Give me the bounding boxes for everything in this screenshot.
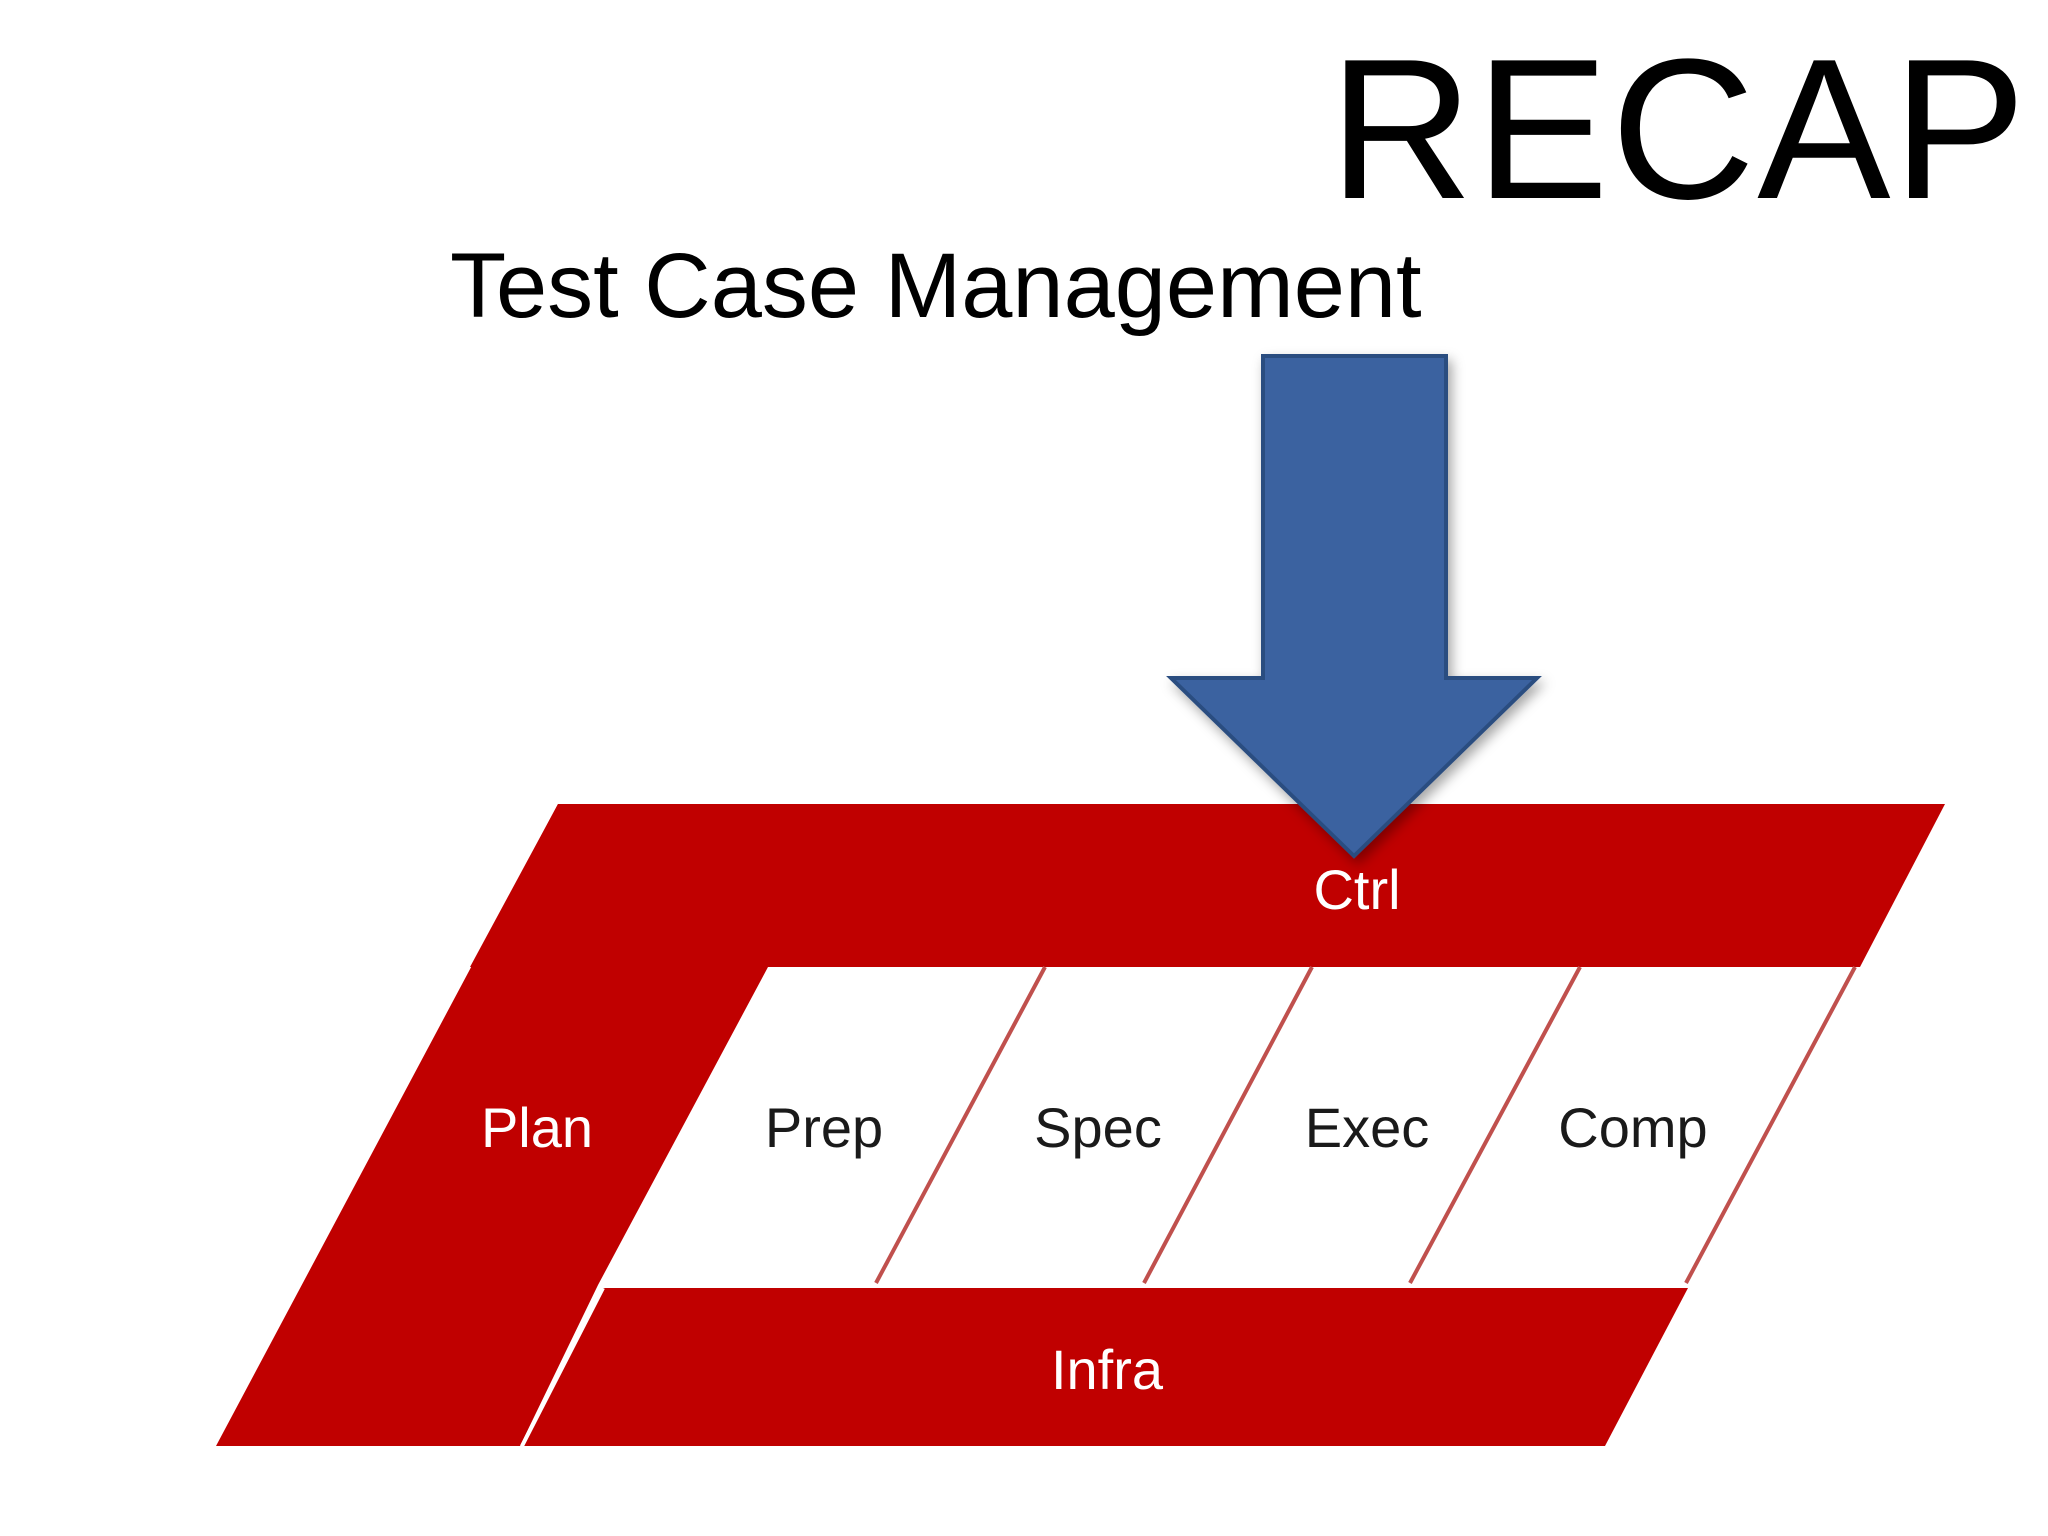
phase-label-exec: Exec <box>1305 1096 1430 1159</box>
phase-label-spec: Spec <box>1034 1096 1162 1159</box>
down-arrow-icon <box>1166 354 1542 859</box>
phase-label-comp: Comp <box>1558 1096 1707 1159</box>
infra-label: Infra <box>1051 1338 1164 1401</box>
plan-label: Plan <box>481 1096 593 1159</box>
infra-band <box>524 1288 1688 1446</box>
phase-divider <box>874 966 1047 1284</box>
phase-dividers <box>874 966 1857 1284</box>
ctrl-label: Ctrl <box>1313 858 1400 921</box>
plan-band <box>216 804 768 1446</box>
slide-title: RECAP <box>1328 18 2028 241</box>
phase-label-prep: Prep <box>765 1096 883 1159</box>
slide-subtitle: Test Case Management <box>450 235 1422 337</box>
phase-divider <box>1684 966 1857 1284</box>
plan-infra-separator <box>520 1287 605 1447</box>
ctrl-band <box>470 804 1945 967</box>
phase-divider <box>1408 966 1582 1284</box>
phase-divider <box>1142 966 1314 1284</box>
